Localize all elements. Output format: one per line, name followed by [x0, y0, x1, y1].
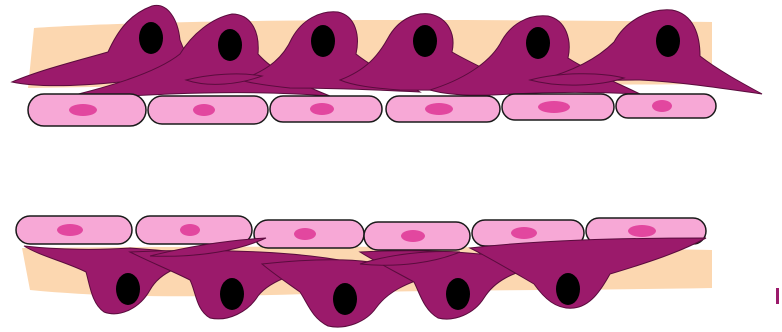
endothelial-nucleus — [57, 224, 83, 236]
top-endothelial-layer — [28, 94, 716, 126]
endothelial-cell — [254, 220, 364, 248]
endothelial-nucleus — [652, 100, 672, 112]
endothelial-cell — [16, 216, 132, 244]
endothelial-cell — [502, 94, 614, 120]
endothelial-nucleus — [511, 227, 537, 239]
endothelial-nucleus — [69, 104, 97, 116]
endothelial-nucleus — [294, 228, 316, 240]
pericyte-nucleus — [446, 278, 470, 310]
pericyte-nucleus — [526, 27, 550, 59]
endothelial-cell — [616, 94, 716, 118]
endothelial-nucleus — [425, 103, 453, 115]
pericyte-nucleus — [656, 25, 680, 57]
endothelial-nucleus — [401, 230, 425, 242]
endothelial-nucleus — [310, 103, 334, 115]
bottom-pericyte-layer — [24, 238, 706, 327]
pericyte-nucleus — [218, 29, 242, 61]
pericyte-nucleus — [413, 25, 437, 57]
endothelial-nucleus — [180, 224, 200, 236]
pericyte-nucleus — [116, 273, 140, 305]
pericyte-nucleus — [220, 278, 244, 310]
pericyte-nucleus — [556, 273, 580, 305]
endothelial-nucleus — [628, 225, 656, 237]
endothelial-cell — [148, 96, 268, 124]
endothelial-cell — [136, 216, 252, 244]
endothelial-cell — [364, 222, 470, 250]
endothelial-cell — [386, 96, 500, 122]
endothelial-nucleus — [538, 101, 570, 113]
pericyte-nucleus — [139, 22, 163, 54]
pericyte-nucleus — [311, 25, 335, 57]
endothelial-cell — [270, 96, 382, 122]
endothelial-nucleus — [193, 104, 215, 116]
edge-mark — [776, 288, 779, 304]
endothelial-cell — [28, 94, 146, 126]
pericyte-nucleus — [333, 283, 357, 315]
